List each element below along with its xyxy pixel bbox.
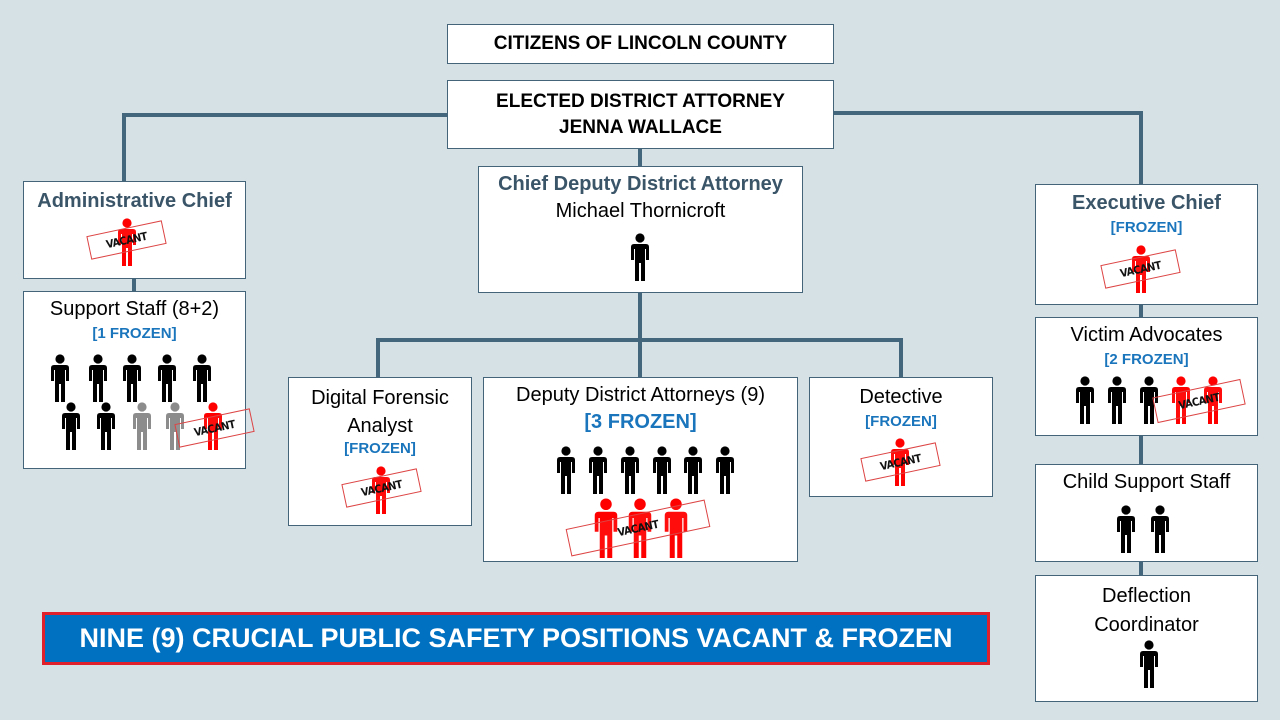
person-icon bbox=[651, 446, 673, 494]
person-icon bbox=[49, 354, 71, 402]
connector bbox=[638, 291, 642, 378]
person-icon bbox=[1106, 376, 1128, 424]
frozen-label: [FROZEN] bbox=[865, 413, 937, 430]
chief-deputy-name: Michael Thornicroft bbox=[555, 200, 726, 222]
digital-forensic-title-1: Digital Forensic bbox=[311, 387, 449, 409]
frozen-label: [FROZEN] bbox=[1110, 219, 1183, 236]
person-icon bbox=[714, 446, 736, 494]
frozen-label: [2 FROZEN] bbox=[1104, 351, 1189, 368]
digital-forensic-title-2: Analyst bbox=[347, 415, 413, 437]
frozen-label: [FROZEN] bbox=[344, 440, 416, 457]
deflection-title-1: Deflection bbox=[1102, 585, 1191, 607]
connector bbox=[376, 338, 380, 378]
person-icon bbox=[121, 354, 143, 402]
deflection-coordinator-box: Deflection Coordinator bbox=[1035, 575, 1258, 702]
da-title: ELECTED DISTRICT ATTORNEY bbox=[496, 91, 785, 112]
connector bbox=[122, 113, 126, 182]
person-icon bbox=[629, 233, 651, 281]
detective-title: Detective bbox=[859, 386, 943, 408]
summary-banner: NINE (9) CRUCIAL PUBLIC SAFETY POSITIONS… bbox=[42, 612, 990, 665]
child-support-title: Child Support Staff bbox=[1062, 471, 1231, 493]
administrative-chief-box: Administrative Chief VACANT bbox=[23, 181, 246, 279]
da-name: JENNA WALLACE bbox=[559, 117, 722, 138]
person-icon bbox=[587, 446, 609, 494]
person-icon bbox=[60, 402, 82, 450]
connector bbox=[132, 277, 136, 292]
connector bbox=[376, 338, 903, 342]
deflection-title-2: Coordinator bbox=[1094, 614, 1199, 636]
person-icon bbox=[1074, 376, 1096, 424]
deputy-district-attorneys-box: Deputy District Attorneys (9) [3 FROZEN]… bbox=[483, 377, 798, 562]
person-icon bbox=[619, 446, 641, 494]
person-icon bbox=[555, 446, 577, 494]
digital-forensic-box: Digital Forensic Analyst [FROZEN] VACANT bbox=[288, 377, 472, 526]
connector bbox=[832, 111, 1143, 115]
person-icon bbox=[682, 446, 704, 494]
person-icon bbox=[95, 402, 117, 450]
detective-box: Detective [FROZEN] VACANT bbox=[809, 377, 993, 497]
connector bbox=[638, 147, 642, 167]
person-icon bbox=[191, 354, 213, 402]
person-icon bbox=[1115, 505, 1137, 553]
chief-deputy-box: Chief Deputy District Attorney Michael T… bbox=[478, 166, 803, 293]
connector bbox=[1139, 303, 1143, 576]
frozen-label: [3 FROZEN] bbox=[584, 411, 697, 433]
vacant-stamp: VACANT bbox=[1152, 378, 1246, 424]
support-staff-box: Support Staff (8+2) [1 FROZEN] VACANT bbox=[23, 291, 255, 469]
executive-chief-title: Executive Chief bbox=[1072, 192, 1221, 214]
frozen-label: [1 FROZEN] bbox=[92, 325, 177, 342]
citizens-box: CITIZENS OF LINCOLN COUNTY bbox=[447, 24, 834, 64]
person-icon bbox=[1138, 640, 1160, 688]
district-attorney-box: ELECTED DISTRICT ATTORNEY JENNA WALLACE bbox=[447, 80, 834, 149]
victim-advocates-title: Victim Advocates bbox=[1070, 324, 1223, 346]
executive-chief-box: Executive Chief [FROZEN] VACANT bbox=[1035, 184, 1258, 305]
person-icon bbox=[156, 354, 178, 402]
chief-deputy-title: Chief Deputy District Attorney bbox=[498, 173, 783, 195]
connector bbox=[899, 338, 903, 378]
ddas-title: Deputy District Attorneys (9) bbox=[516, 384, 765, 406]
support-staff-title: Support Staff (8+2) bbox=[49, 298, 220, 320]
person-icon bbox=[87, 354, 109, 402]
citizens-label: CITIZENS OF LINCOLN COUNTY bbox=[493, 33, 788, 54]
connector bbox=[122, 113, 448, 117]
connector bbox=[1139, 111, 1143, 185]
gray-person-icon bbox=[131, 402, 153, 450]
child-support-box: Child Support Staff bbox=[1035, 464, 1258, 562]
victim-advocates-box: Victim Advocates [2 FROZEN] VACANT bbox=[1035, 317, 1258, 436]
admin-chief-title: Administrative Chief bbox=[37, 190, 232, 212]
person-icon bbox=[1149, 505, 1171, 553]
